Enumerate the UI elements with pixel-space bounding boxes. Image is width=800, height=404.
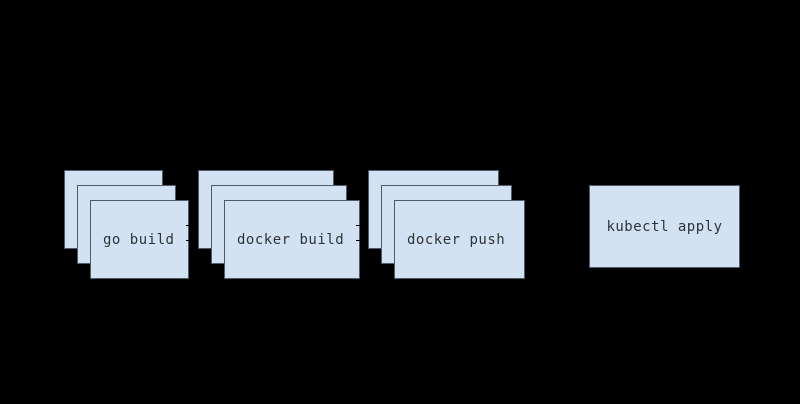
stage-go-build[interactable]: go build go build go build <box>64 170 189 279</box>
stage-card-front[interactable]: docker build <box>224 200 360 279</box>
stage-card-label: docker build <box>237 231 345 248</box>
stage-kubectl-apply[interactable]: kubectl apply <box>589 185 740 268</box>
stage-card-label: go build <box>103 231 175 248</box>
stage-card-label: docker push <box>407 231 506 248</box>
stage-docker-push[interactable]: docker push docker push docker push <box>368 170 525 279</box>
stage-card-label: kubectl apply <box>606 218 723 235</box>
stage-docker-build[interactable]: docker build docker build docker build <box>198 170 360 279</box>
stage-card-front[interactable]: docker push <box>394 200 525 279</box>
stage-card-front[interactable]: go build <box>90 200 189 279</box>
